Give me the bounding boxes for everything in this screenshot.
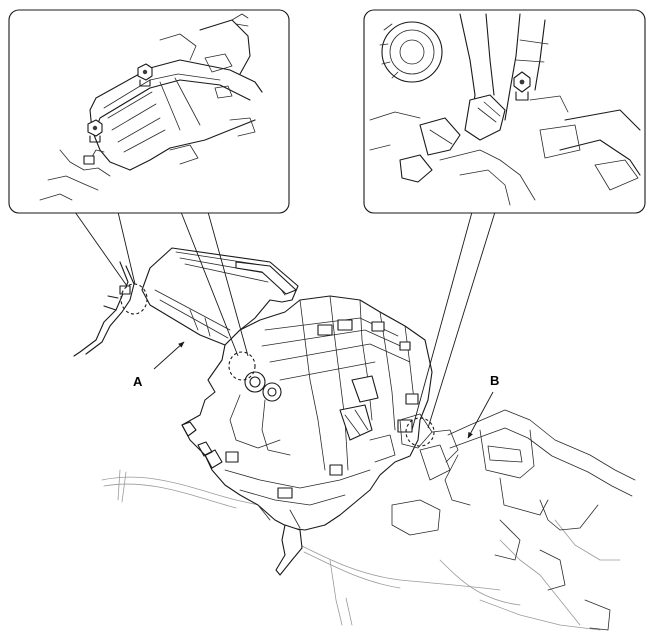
detail-inset-right [363, 9, 646, 214]
detail-leader-lines [74, 211, 496, 431]
nut-icon [513, 71, 531, 101]
callout-a-label: A [133, 374, 143, 389]
detail-circles [120, 283, 435, 447]
steering-column-bracket [391, 409, 636, 631]
callout-b-label: B [490, 373, 499, 388]
detail-inset-left [8, 9, 290, 214]
callout-a: A [133, 341, 185, 389]
nut-icon [87, 119, 103, 143]
callout-b: B [467, 373, 499, 439]
hvac-module [73, 247, 459, 576]
nut-icon [137, 63, 153, 87]
